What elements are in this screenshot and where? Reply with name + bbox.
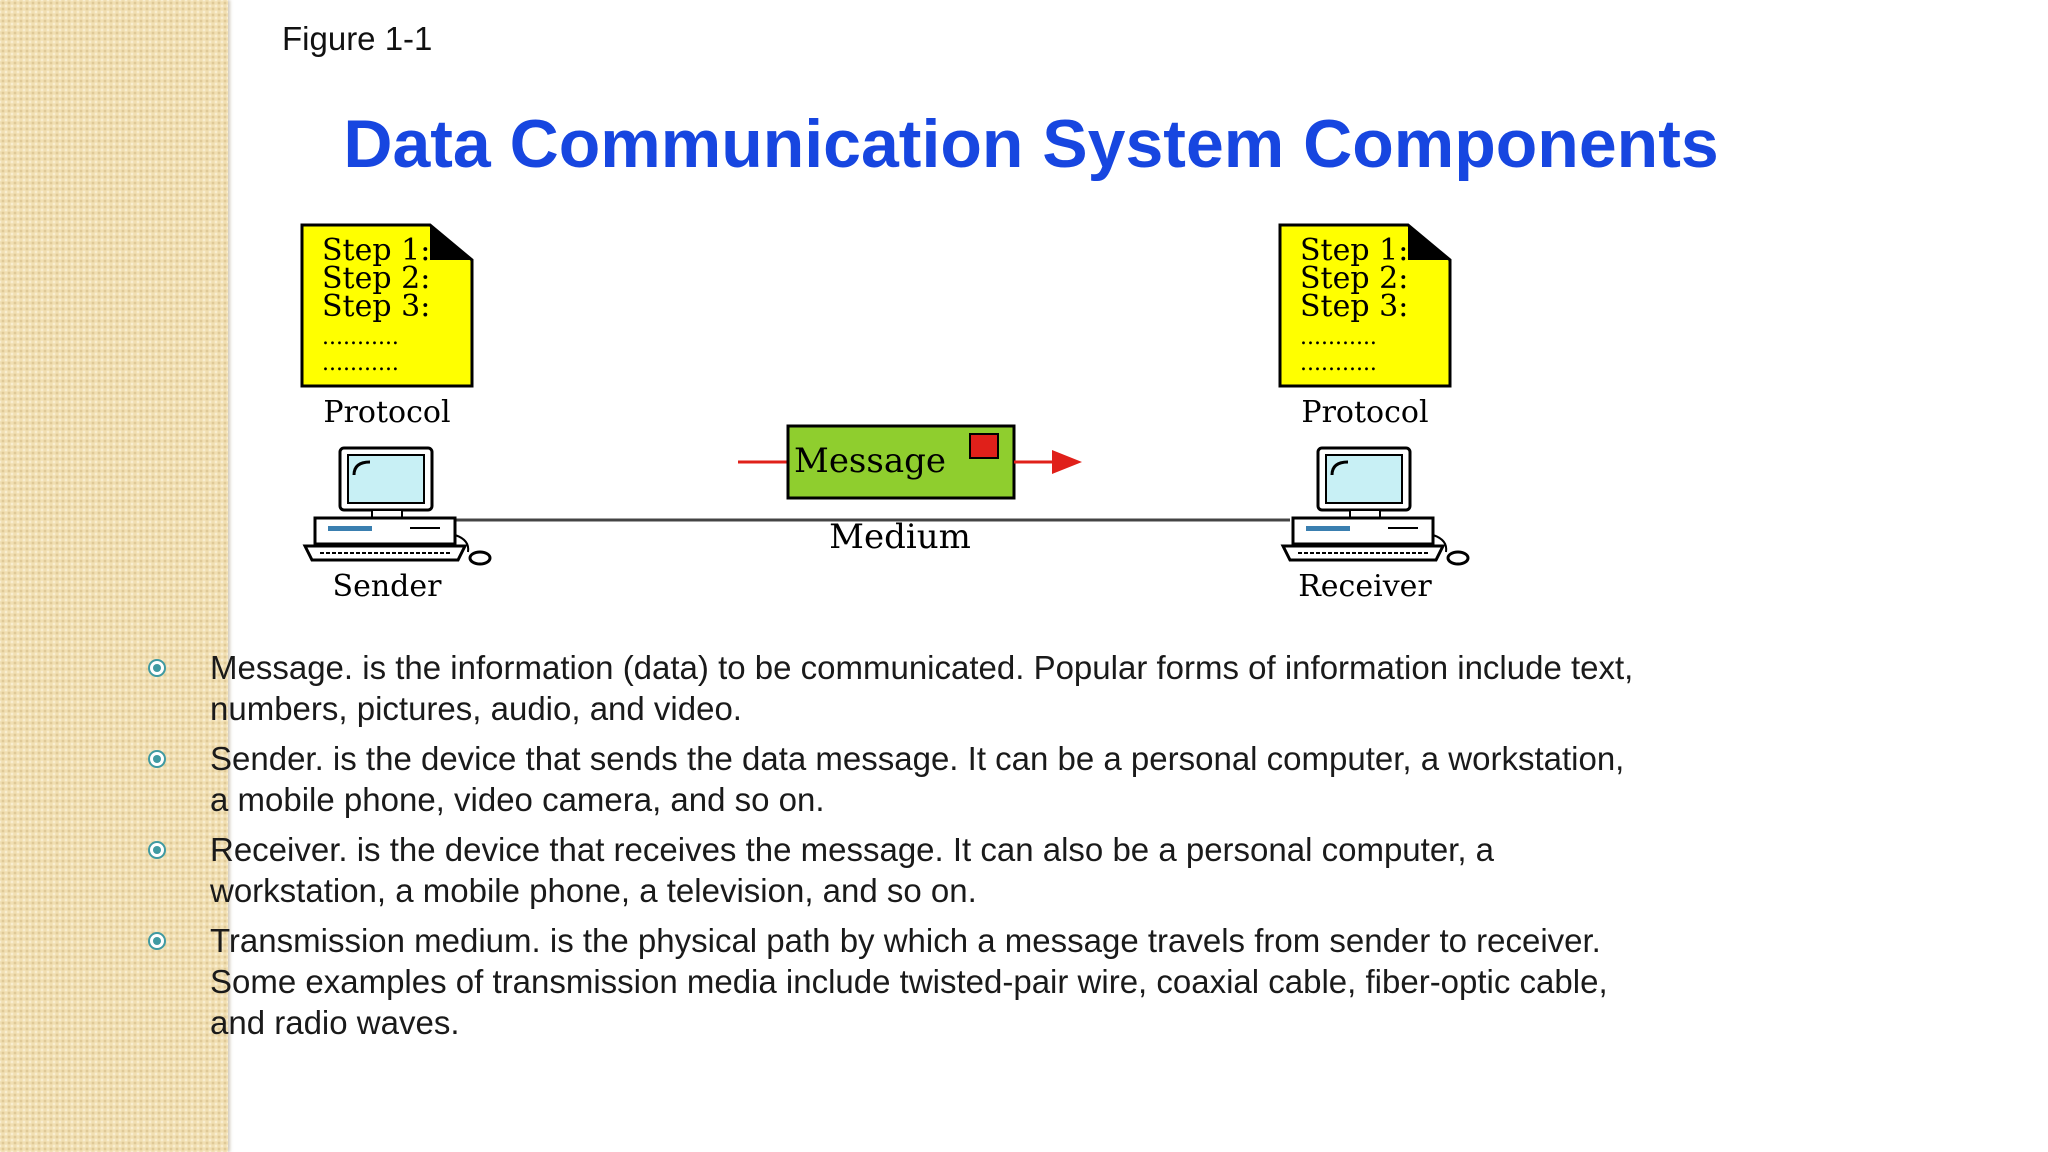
circle-bullet-icon	[148, 750, 166, 768]
slide-title: Data Communication System Components	[0, 105, 2048, 183]
slide-title-text: Data Communication System Components	[343, 106, 1719, 182]
receiver-protocol-dots-2: ...........	[1300, 351, 1377, 376]
bullet-receiver-line-2: workstation, a mobile phone, a televisio…	[210, 872, 977, 909]
bullet-medium-line-1: Transmission medium. is the physical pat…	[210, 922, 1601, 959]
sender-protocol-dots-1: ...........	[322, 325, 399, 350]
bullet-sender: Sender. is the device that sends the dat…	[140, 738, 1740, 820]
sender-computer-icon: Sender	[302, 446, 492, 604]
sender-protocol-dots-2: ...........	[322, 351, 399, 376]
arrow-head-icon	[1052, 450, 1082, 474]
sender-protocol-step-3: Step 3:	[322, 289, 430, 324]
component-bullet-list: Message. is the information (data) to be…	[140, 647, 1740, 1052]
message-label: Message	[794, 441, 946, 481]
decorative-side-strip	[0, 0, 228, 1152]
message-transfer: Message	[738, 424, 1082, 500]
bullet-receiver: Receiver. is the device that receives th…	[140, 829, 1740, 911]
circle-bullet-icon	[148, 841, 166, 859]
bullet-transmission-medium: Transmission medium. is the physical pat…	[140, 920, 1740, 1043]
receiver-protocol-step-3: Step 3:	[1300, 289, 1408, 324]
bullet-sender-line-1: Sender. is the device that sends the dat…	[210, 740, 1625, 777]
bullet-sender-line-2: a mobile phone, video camera, and so on.	[210, 781, 825, 818]
sender-protocol-label: Protocol	[323, 395, 450, 430]
circle-bullet-icon	[148, 932, 166, 950]
circle-bullet-icon	[148, 659, 166, 677]
receiver-protocol-step-1: Step 1:	[1300, 233, 1408, 268]
receiver-protocol-step-2: Step 2:	[1300, 261, 1408, 296]
message-flag	[969, 433, 999, 459]
receiver-protocol-dots-1: ...........	[1300, 325, 1377, 350]
bullet-message-line-2: numbers, pictures, audio, and video.	[210, 690, 742, 727]
sender-label: Sender	[333, 569, 443, 604]
medium-label: Medium	[829, 517, 971, 557]
bullet-medium-line-2: Some examples of transmission media incl…	[210, 963, 1608, 1000]
sender-protocol-document: Step 1: Step 2: Step 3: ........... ....…	[300, 223, 474, 430]
receiver-protocol-document: Step 1: Step 2: Step 3: ........... ....…	[1278, 223, 1452, 430]
sender-protocol-step-2: Step 2:	[322, 261, 430, 296]
bullet-message: Message. is the information (data) to be…	[140, 647, 1740, 729]
figure-label: Figure 1-1	[282, 20, 433, 57]
receiver-protocol-label: Protocol	[1301, 395, 1428, 430]
receiver-label: Receiver	[1298, 569, 1432, 604]
receiver-computer-icon: Receiver	[1280, 446, 1470, 604]
sender-protocol-step-1: Step 1:	[322, 233, 430, 268]
bullet-receiver-line-1: Receiver. is the device that receives th…	[210, 831, 1495, 868]
bullet-message-line-1: Message. is the information (data) to be…	[210, 649, 1634, 686]
data-communication-diagram: Step 1: Step 2: Step 3: ........... ....…	[300, 223, 1470, 604]
bullet-medium-line-3: and radio waves.	[210, 1004, 460, 1041]
